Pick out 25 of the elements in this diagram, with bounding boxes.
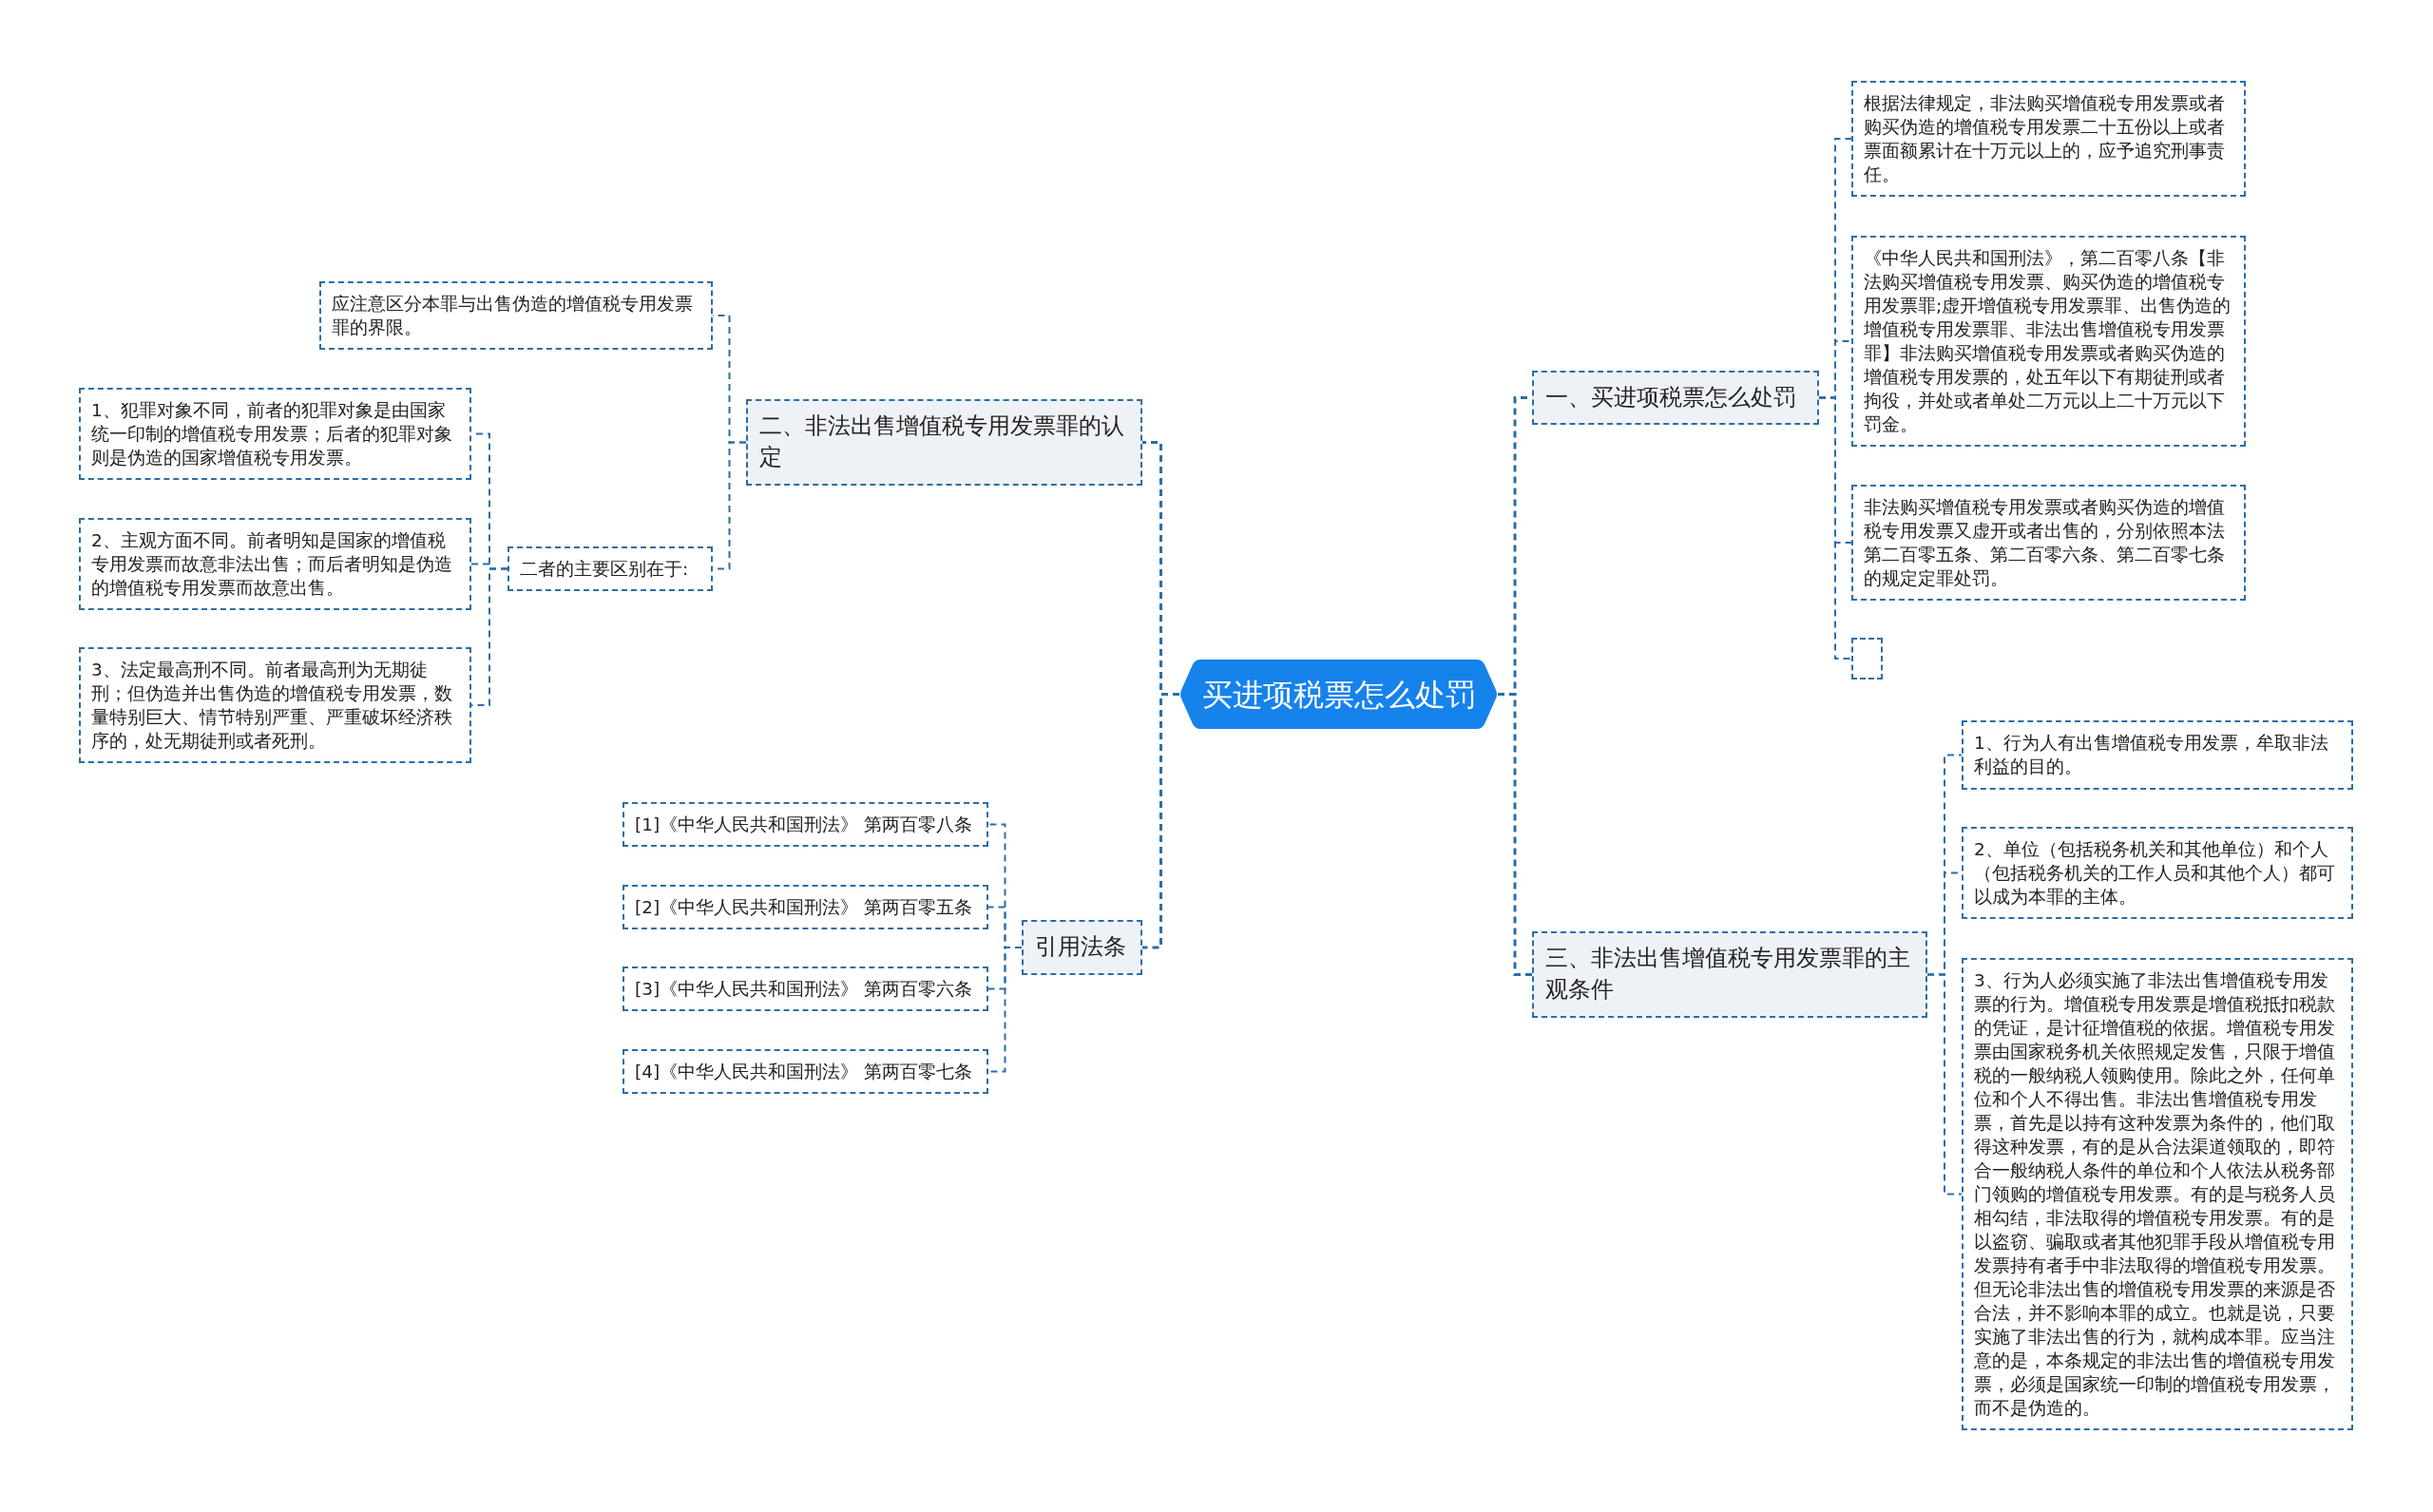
subtopic-box: [1]《中华人民共和国刑法》 第两百零八条 bbox=[623, 802, 988, 847]
subtopic-box: 3、行为人必须实施了非法出售增值税专用发票的行为。增值税专用发票是增值税抵扣税款的凭证，是计征增值税的依据。增值税专用发票由国家税务机关依照规定发售，只限于增值税的一般纳税人领购使用。除此之外，任何单位和个人不得出售。非法出售增值税专用发票，首先是以持有这种发票为条件的，他们取得这种发票，有的是从合法渠道领取的，即符合一般纳税人条件的单位和个人依法从税务部门领购的增值税专用发票。有的是与税务人员相勾结，非法取得的增值税专用发票。有的是以盗窃、骗取或者其他犯罪手段从增值税专用发票持有者手中非法取得的增值税专用发票。但无论非法出售的增值税专用发票的来源是否合法，并不影响本罪的成立。也就是说，只要实施了非法出售的行为，就构成本罪。应当注意的是，本条规定的非法出售的增值税专用发票，必须是国家统一印制的增值税专用发票，而不是伪造的。 bbox=[1962, 958, 2353, 1430]
connector bbox=[1926, 973, 1963, 1196]
subtopic-box: [3]《中华人民共和国刑法》 第两百零六条 bbox=[623, 967, 988, 1011]
subtopic-box: 1、犯罪对象不同，前者的犯罪对象是由国家统一印制的增值税专用发票；后者的犯罪对象则是伪造的国家增值税专用发票。 bbox=[79, 388, 471, 480]
connector bbox=[1142, 693, 1179, 949]
connector bbox=[1498, 693, 1532, 976]
subtopic-box: 应注意区分本罪与出售伪造的增值税专用发票罪的界限。 bbox=[319, 281, 713, 350]
subtopic-box: [2]《中华人民共和国刑法》 第两百零五条 bbox=[623, 885, 988, 929]
subtopic-box: 《中华人民共和国刑法》，第二百零八条【非法购买增值税专用发票、购买伪造的增值税专用发票罪;虚开增值税专用发票罪、出售伪造的增值税专用发票罪、非法出售增值税专用发票罪】非法购买增值税专用发票或者购买伪造的增值税专用发票的，处五年以下有期徒刑或者拘役，并处或者单处二万元以上二十万元以下罚金。 bbox=[1851, 236, 2246, 447]
empty-box bbox=[1851, 638, 1883, 679]
subtopic-box: 2、主观方面不同。前者明知是国家的增值税专用发票而故意非法出售；而后者明知是伪造的增值税专用发票而故意出售。 bbox=[79, 518, 471, 610]
subtopic-box: [4]《中华人民共和国刑法》 第两百零七条 bbox=[623, 1049, 988, 1094]
subtopic-box: 二者的主要区别在于: bbox=[508, 546, 713, 591]
subtopic-box: 非法购买增值税专用发票或者购买伪造的增值税专用发票又虚开或者出售的，分别依照本法第二百零五条、第二百零六条、第二百零七条的规定定罪处罚。 bbox=[1851, 485, 2246, 601]
topic-box: 三、非法出售增值税专用发票罪的主观条件 bbox=[1532, 931, 1927, 1018]
connector bbox=[1818, 396, 1852, 660]
subtopic-box: 根据法律规定，非法购买增值税专用发票或者购买伪造的增值税专用发票二十五份以上或者票面额累计在十万元以上的，应予追究刑事责任。 bbox=[1851, 81, 2246, 197]
subtopic-box: 3、法定最高刑不同。前者最高刑为无期徒刑；但伪造并出售伪造的增值税专用发票，数量特别巨大、情节特别严重、严重破坏经济秩序的，处无期徒刑或者死刑。 bbox=[79, 647, 471, 763]
topic-box: 引用法条 bbox=[1022, 920, 1142, 975]
topic-box: 一、买进项税票怎么处罚 bbox=[1532, 371, 1819, 425]
root-topic: 买进项税票怎么处罚 bbox=[1179, 658, 1498, 731]
subtopic-box: 2、单位（包括税务机关和其他单位）和个人（包括税务机关的工作人员和其他个人）都可以成为本罪的主体。 bbox=[1962, 827, 2353, 919]
topic-box: 二、非法出售增值税专用发票罪的认定 bbox=[746, 399, 1142, 486]
subtopic-box: 1、行为人有出售增值税专用发票，牟取非法利益的目的。 bbox=[1962, 720, 2353, 790]
